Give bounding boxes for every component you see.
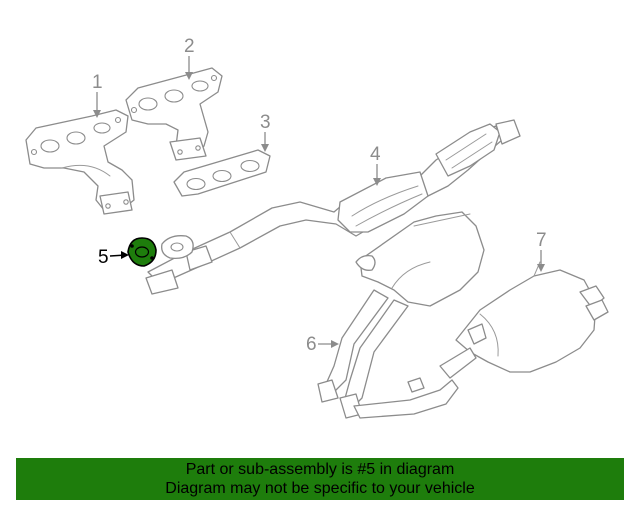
callout-2: 2 [184, 36, 195, 80]
callout-2-label: 2 [184, 36, 195, 57]
part-info-banner: Part or sub-assembly is #5 in diagram Di… [16, 458, 624, 500]
part-5-exhaust-gasket[interactable] [127, 237, 157, 267]
callout-4: 4 [370, 144, 381, 186]
part-6-intermediate-pipe[interactable] [317, 211, 485, 419]
pipe-flange [161, 235, 194, 260]
callout-7: 7 [536, 230, 547, 272]
callout-5: 5 [98, 247, 129, 268]
banner-line-1: Part or sub-assembly is #5 in diagram [185, 461, 455, 478]
part-7-rear-muffler[interactable] [439, 261, 609, 379]
callout-4-label: 4 [370, 144, 381, 165]
part-4-front-pipe-catalytic-converter[interactable] [145, 119, 521, 295]
callout-7-label: 7 [536, 230, 547, 251]
callout-3: 3 [260, 112, 271, 152]
callout-5-label: 5 [98, 247, 109, 268]
callout-1-label: 1 [92, 72, 103, 93]
callout-6-label: 6 [306, 334, 317, 355]
part-1-exhaust-manifold[interactable] [25, 109, 135, 215]
part-2-exhaust-manifold[interactable] [125, 67, 223, 161]
callout-3-label: 3 [260, 112, 271, 133]
banner-line-2: Diagram may not be specific to your vehi… [165, 480, 475, 497]
callout-6: 6 [306, 334, 339, 355]
part-3-manifold-gasket[interactable] [173, 149, 271, 197]
callout-1: 1 [92, 72, 103, 118]
